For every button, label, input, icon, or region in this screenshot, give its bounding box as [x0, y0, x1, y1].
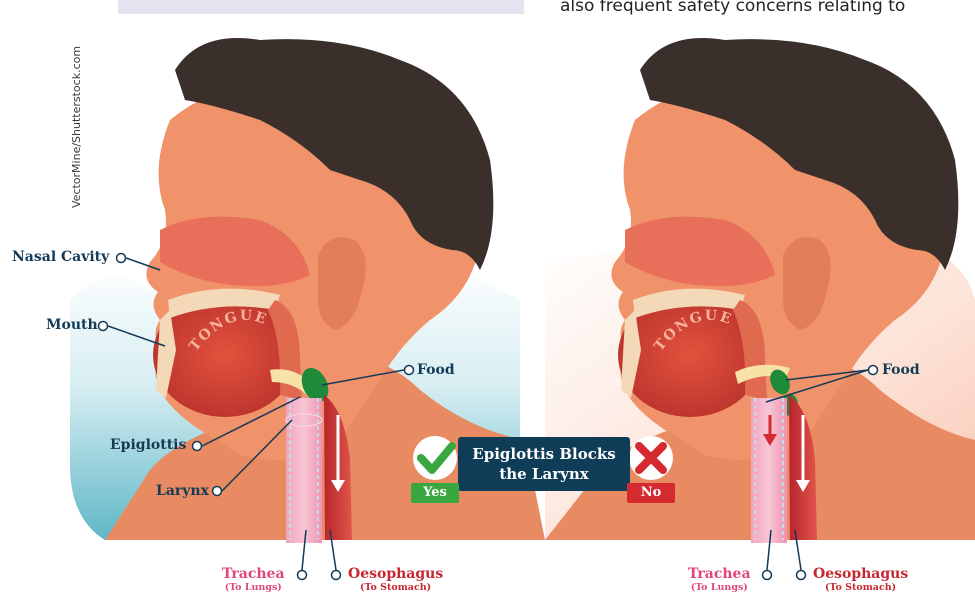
oesophagus-name: Oesophagus	[348, 566, 443, 582]
no-badge: No	[627, 483, 675, 503]
oesophagus-subtitle: (To Stomach)	[348, 582, 443, 593]
label-trachea-left: Trachea (To Lungs)	[222, 566, 285, 593]
label-oesophagus-left: Oesophagus (To Stomach)	[348, 566, 443, 593]
label-oesophagus-right: Oesophagus (To Stomach)	[813, 566, 908, 593]
oesophagus-subtitle: (To Stomach)	[813, 582, 908, 593]
label-trachea-right: Trachea (To Lungs)	[688, 566, 751, 593]
banner-line-2: the Larynx	[458, 464, 630, 484]
right-panel: TONGUE	[545, 38, 975, 580]
banner-line-1: Epiglottis Blocks	[458, 444, 630, 464]
yes-badge: Yes	[411, 483, 459, 503]
top-text-fragment: also frequent safety concerns relating t…	[560, 0, 905, 16]
trachea-name: Trachea	[688, 566, 751, 582]
label-larynx: Larynx	[156, 483, 209, 499]
top-shaded-box	[118, 0, 524, 14]
left-panel: TONGUE	[70, 38, 545, 580]
label-epiglottis: Epiglottis	[110, 437, 186, 453]
trachea-name: Trachea	[222, 566, 285, 582]
epiglottis-banner: Epiglottis Blocks the Larynx	[458, 437, 630, 491]
trachea-subtitle: (To Lungs)	[688, 582, 751, 593]
label-nasal-cavity: Nasal Cavity	[12, 249, 109, 265]
cross-icon	[629, 436, 673, 480]
image-credit: VectorMine/Shutterstock.com	[70, 46, 83, 208]
label-mouth: Mouth	[46, 317, 98, 333]
oesophagus-name: Oesophagus	[813, 566, 908, 582]
trachea-subtitle: (To Lungs)	[222, 582, 285, 593]
label-food-left: Food	[417, 362, 455, 378]
check-icon	[413, 436, 457, 480]
label-food-right: Food	[882, 362, 920, 378]
